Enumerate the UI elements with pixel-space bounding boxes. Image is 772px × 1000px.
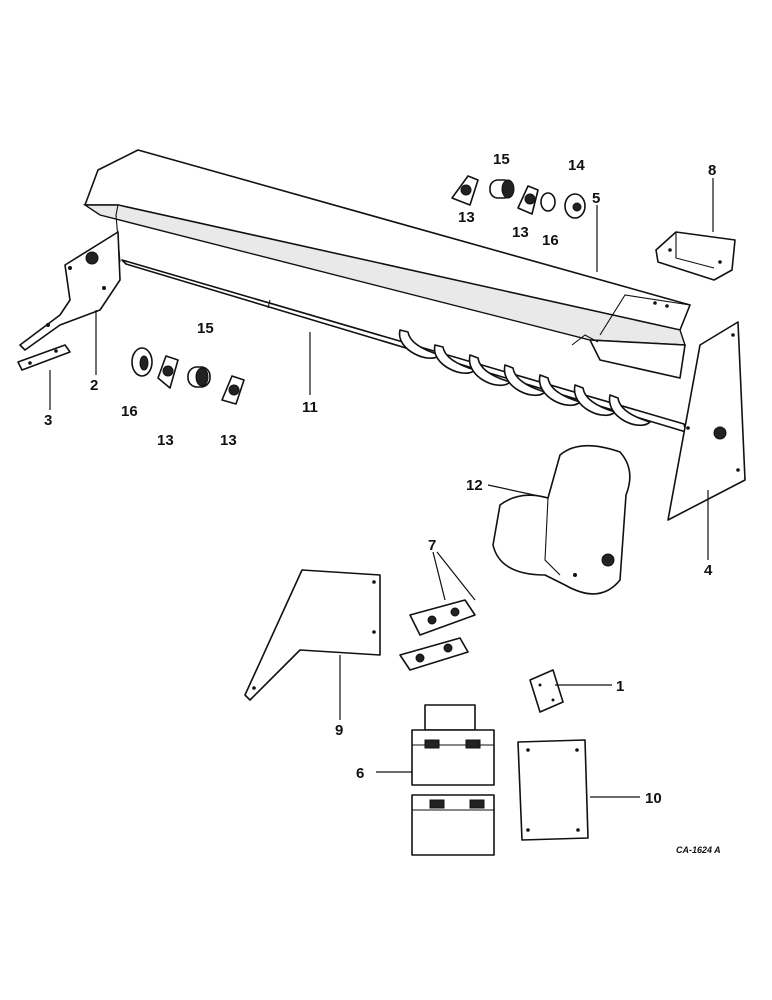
right-end-plate [667,321,746,521]
callout-12: 12 [466,477,483,494]
reference-code: CA-1624 A [676,845,721,855]
callout-7: 7 [428,537,436,554]
mounting-bracket [655,231,736,281]
callout-labels: 1 2 3 4 5 6 7 8 9 10 11 12 13 13 13 13 1… [44,151,721,855]
small-plate [529,669,564,713]
callout-14: 14 [568,157,585,174]
upper-bearing-set [451,175,586,219]
shield-guard [244,569,381,701]
strap-bracket [17,344,71,371]
leader-lines [49,178,714,798]
callout-9: 9 [335,722,343,739]
callout-10: 10 [645,790,662,807]
lower-bearing-set [131,347,245,405]
callout-15-upper: 15 [493,151,510,168]
callout-13-upper-left: 13 [458,209,475,226]
callout-13-lower-left: 13 [157,432,174,449]
callout-16-upper: 16 [542,232,559,249]
callout-11: 11 [302,399,318,416]
callout-5: 5 [592,190,600,207]
callout-16-lower: 16 [121,403,138,420]
callout-6: 6 [356,765,364,782]
stacked-cartons [411,704,495,856]
callout-13-upper-right: 13 [512,224,529,241]
callout-13-lower-right: 13 [220,432,237,449]
auger-trough [82,149,691,379]
callout-15-lower: 15 [197,320,214,337]
callout-2: 2 [90,377,98,394]
callout-4: 4 [704,562,713,579]
auger-flighting [398,329,651,427]
callout-3: 3 [44,412,52,429]
callout-8: 8 [708,162,716,179]
callout-1: 1 [616,678,624,695]
left-end-plate [19,231,121,351]
gear-box-housing [492,444,631,595]
cover-panel [517,739,589,841]
drive-chain [399,599,476,671]
